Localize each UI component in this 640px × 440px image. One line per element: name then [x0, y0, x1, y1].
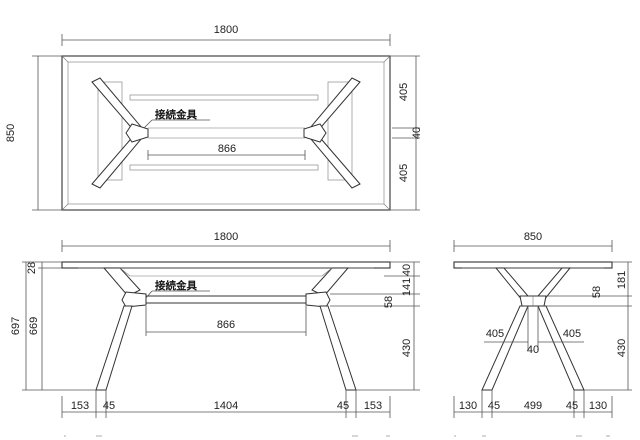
front-height-total-label: 697: [10, 317, 22, 335]
side-bottom-label-4: 130: [589, 400, 607, 412]
side-bottom-label-1: 45: [488, 400, 500, 412]
side-right-label: 405: [563, 328, 581, 340]
front-bottom-label-4: 153: [364, 400, 382, 412]
front-width-label: 1800: [214, 231, 238, 243]
side-view: 850 405 40 405 181 58 430: [453, 231, 632, 437]
side-bottom-label-2: 499: [524, 400, 542, 412]
top-inner-span-label: 866: [218, 143, 236, 155]
front-top-thickness-label: 28: [26, 262, 38, 274]
side-bottom-label-0: 130: [459, 400, 477, 412]
front-bottom-label-2: 1404: [214, 400, 238, 412]
front-tabletop: [61, 261, 391, 269]
side-left-label: 405: [486, 328, 504, 340]
front-right-label-3: 430: [401, 339, 413, 357]
side-right-mid-label: 58: [591, 286, 603, 298]
front-right-label-0: 40: [401, 264, 413, 276]
side-right-upper-label: 181: [616, 271, 628, 289]
side-width-label: 850: [524, 231, 542, 243]
front-bottom-label-1: 45: [103, 400, 115, 412]
front-bottom-label-3: 45: [337, 400, 349, 412]
top-depth-label: 850: [5, 124, 17, 142]
top-right-mid-label: 40: [411, 127, 423, 139]
front-right-label-1: 141: [401, 278, 413, 296]
top-view: 1800 850 866 接続金: [5, 24, 423, 211]
front-joint-label: 接続金具: [155, 279, 197, 292]
front-view: 1800 866 接続金具 28 697 669: [10, 231, 420, 437]
side-bottom-label-3: 45: [566, 400, 578, 412]
front-height-lower-label: 669: [28, 317, 40, 335]
front-bottom-label-0: 153: [71, 400, 89, 412]
tabletop-outer: [61, 55, 391, 211]
side-tabletop: [453, 261, 613, 269]
side-right-lower-label: 430: [616, 339, 628, 357]
side-center-label: 40: [527, 344, 539, 356]
top-right-bottom-label: 405: [398, 164, 410, 182]
tabletop-inner: [67, 61, 385, 205]
front-inner-span-label: 866: [217, 319, 235, 331]
top-right-top-label: 405: [398, 83, 410, 101]
top-joint-label: 接続金具: [155, 108, 197, 121]
front-right-label-2: 58: [383, 296, 395, 308]
top-width-label: 1800: [214, 24, 238, 36]
